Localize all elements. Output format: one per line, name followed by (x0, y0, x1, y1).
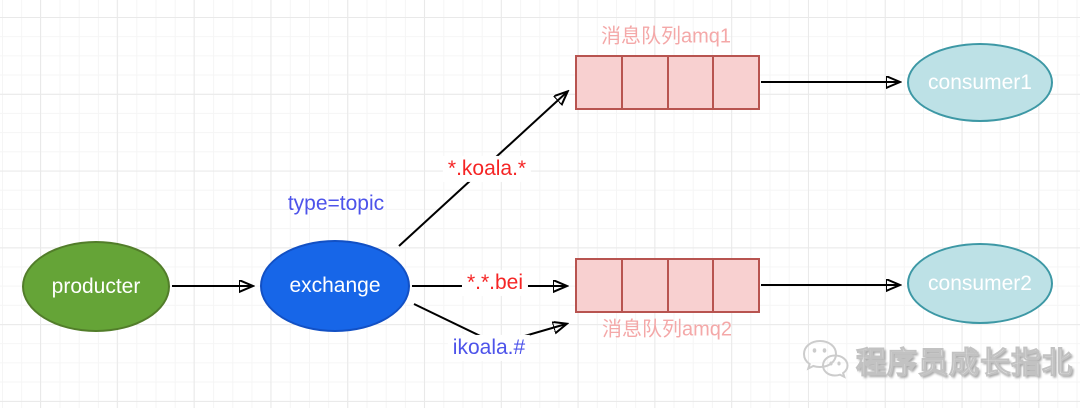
queue1-cell (714, 57, 758, 108)
watermark-text: 程序员成长指北 (856, 347, 1073, 381)
queue1-cell (669, 57, 715, 108)
node-consumer1: consumer1 (907, 43, 1053, 122)
wechat-icon (802, 339, 849, 379)
routing-key-koala: *.koala.* (442, 155, 532, 183)
node-queue2 (575, 258, 760, 313)
exchange-type-label: type=topic (287, 191, 385, 215)
queue1-cell (623, 57, 669, 108)
node-producer-label: producter (51, 274, 141, 298)
node-exchange-label: exchange (289, 274, 381, 297)
routing-key-ikoala: ikoala.# (447, 334, 531, 362)
queue1-cell (577, 57, 623, 108)
node-consumer2: consumer2 (907, 243, 1053, 324)
queue2-cell (577, 260, 623, 311)
queue2-cell (623, 260, 669, 311)
queue2-cell (669, 260, 715, 311)
queue1-label: 消息队列amq1 (600, 25, 732, 48)
queue2-label: 消息队列amq2 (601, 318, 733, 341)
node-queue1 (575, 55, 760, 110)
node-consumer2-label: consumer2 (928, 271, 1032, 295)
node-producer: producter (22, 241, 170, 332)
watermark: 程序员成长指北 (800, 337, 1073, 383)
queue2-cell (714, 260, 758, 311)
node-exchange: exchange (260, 240, 410, 332)
node-consumer1-label: consumer1 (928, 70, 1032, 94)
routing-key-bei: *.*.bei (461, 269, 529, 297)
